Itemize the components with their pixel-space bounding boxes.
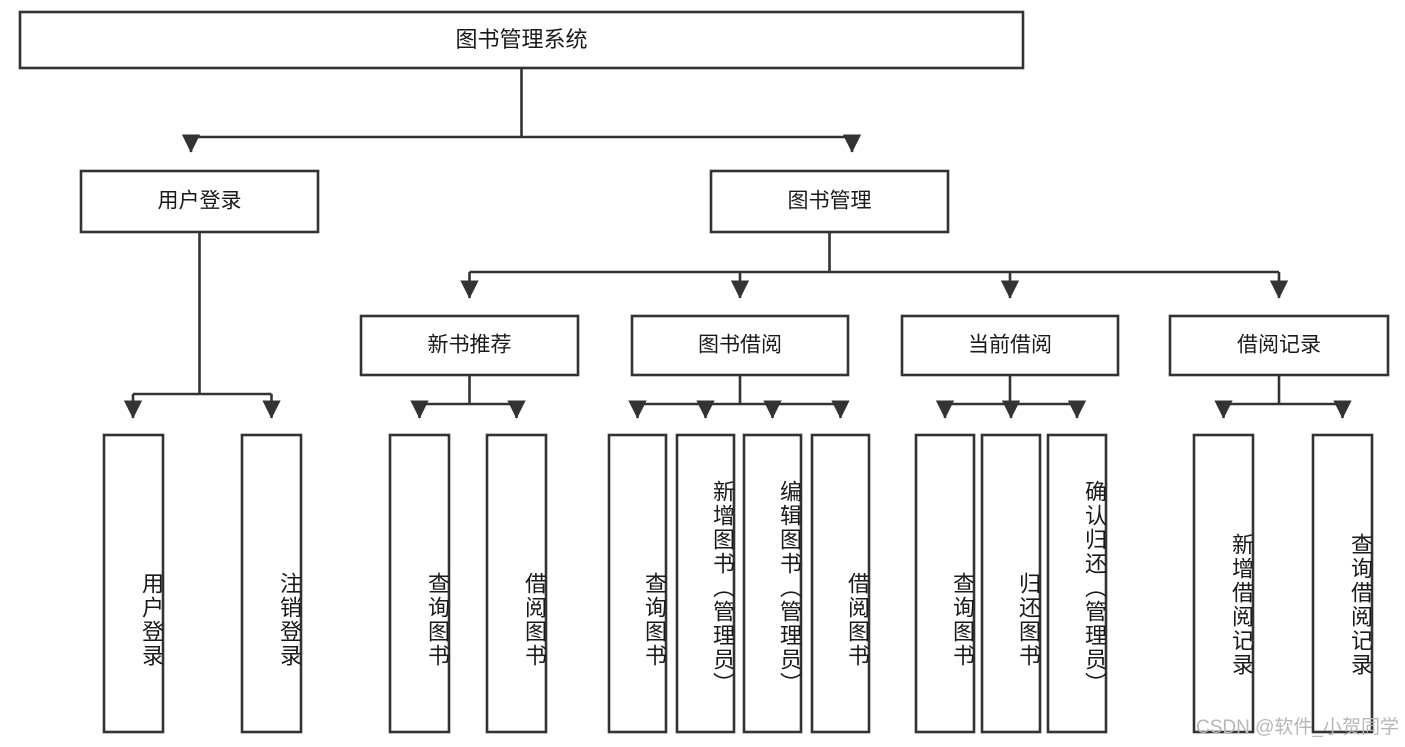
- leaf-box[interactable]: [1311, 433, 1374, 734]
- node-book-borrow-label: 图书借阅: [698, 334, 782, 357]
- leaf-boxes: [102, 433, 1374, 734]
- node-borrow-record[interactable]: 借阅记录: [1168, 314, 1390, 377]
- leaf-box[interactable]: [742, 433, 803, 734]
- node-root[interactable]: 图书管理系统: [18, 10, 1025, 70]
- connector-root-to-level2: [181, 68, 862, 153]
- connector-user-login-to-leaves: [123, 232, 281, 419]
- watermark: CSDN @软件_小贺同学: [1196, 717, 1399, 738]
- leaf-box[interactable]: [914, 433, 976, 734]
- node-user-login-label: 用户登录: [158, 190, 242, 213]
- node-book-management[interactable]: 图书管理: [709, 169, 950, 234]
- node-user-login[interactable]: 用户登录: [79, 169, 320, 234]
- node-new-book-recommend-label: 新书推荐: [428, 334, 512, 357]
- leaf-box[interactable]: [240, 433, 303, 734]
- node-borrow-record-label: 借阅记录: [1237, 334, 1321, 357]
- node-book-management-label: 图书管理: [788, 190, 872, 213]
- connector-new-book-recommend-to-leaves: [410, 375, 526, 419]
- node-root-label: 图书管理系统: [455, 27, 587, 52]
- leaf-box[interactable]: [980, 433, 1042, 734]
- connector-book-borrow-to-leaves: [628, 375, 850, 419]
- leaf-box[interactable]: [102, 433, 165, 734]
- leaf-box[interactable]: [485, 433, 548, 734]
- node-book-borrow[interactable]: 图书借阅: [630, 314, 850, 377]
- leaf-box[interactable]: [388, 433, 451, 734]
- leaf-box[interactable]: [1192, 433, 1255, 734]
- connector-book-management-to-level3: [460, 232, 1289, 299]
- leaf-box[interactable]: [675, 433, 736, 734]
- connector-borrow-record-to-leaves: [1214, 375, 1352, 419]
- node-new-book-recommend[interactable]: 新书推荐: [359, 314, 580, 377]
- node-current-borrow[interactable]: 当前借阅: [900, 314, 1120, 377]
- node-current-borrow-label: 当前借阅: [968, 334, 1052, 357]
- leaf-box[interactable]: [810, 433, 871, 734]
- connector-current-borrow-to-leaves: [935, 375, 1087, 419]
- leaf-box[interactable]: [607, 433, 668, 734]
- leaf-box[interactable]: [1046, 433, 1108, 734]
